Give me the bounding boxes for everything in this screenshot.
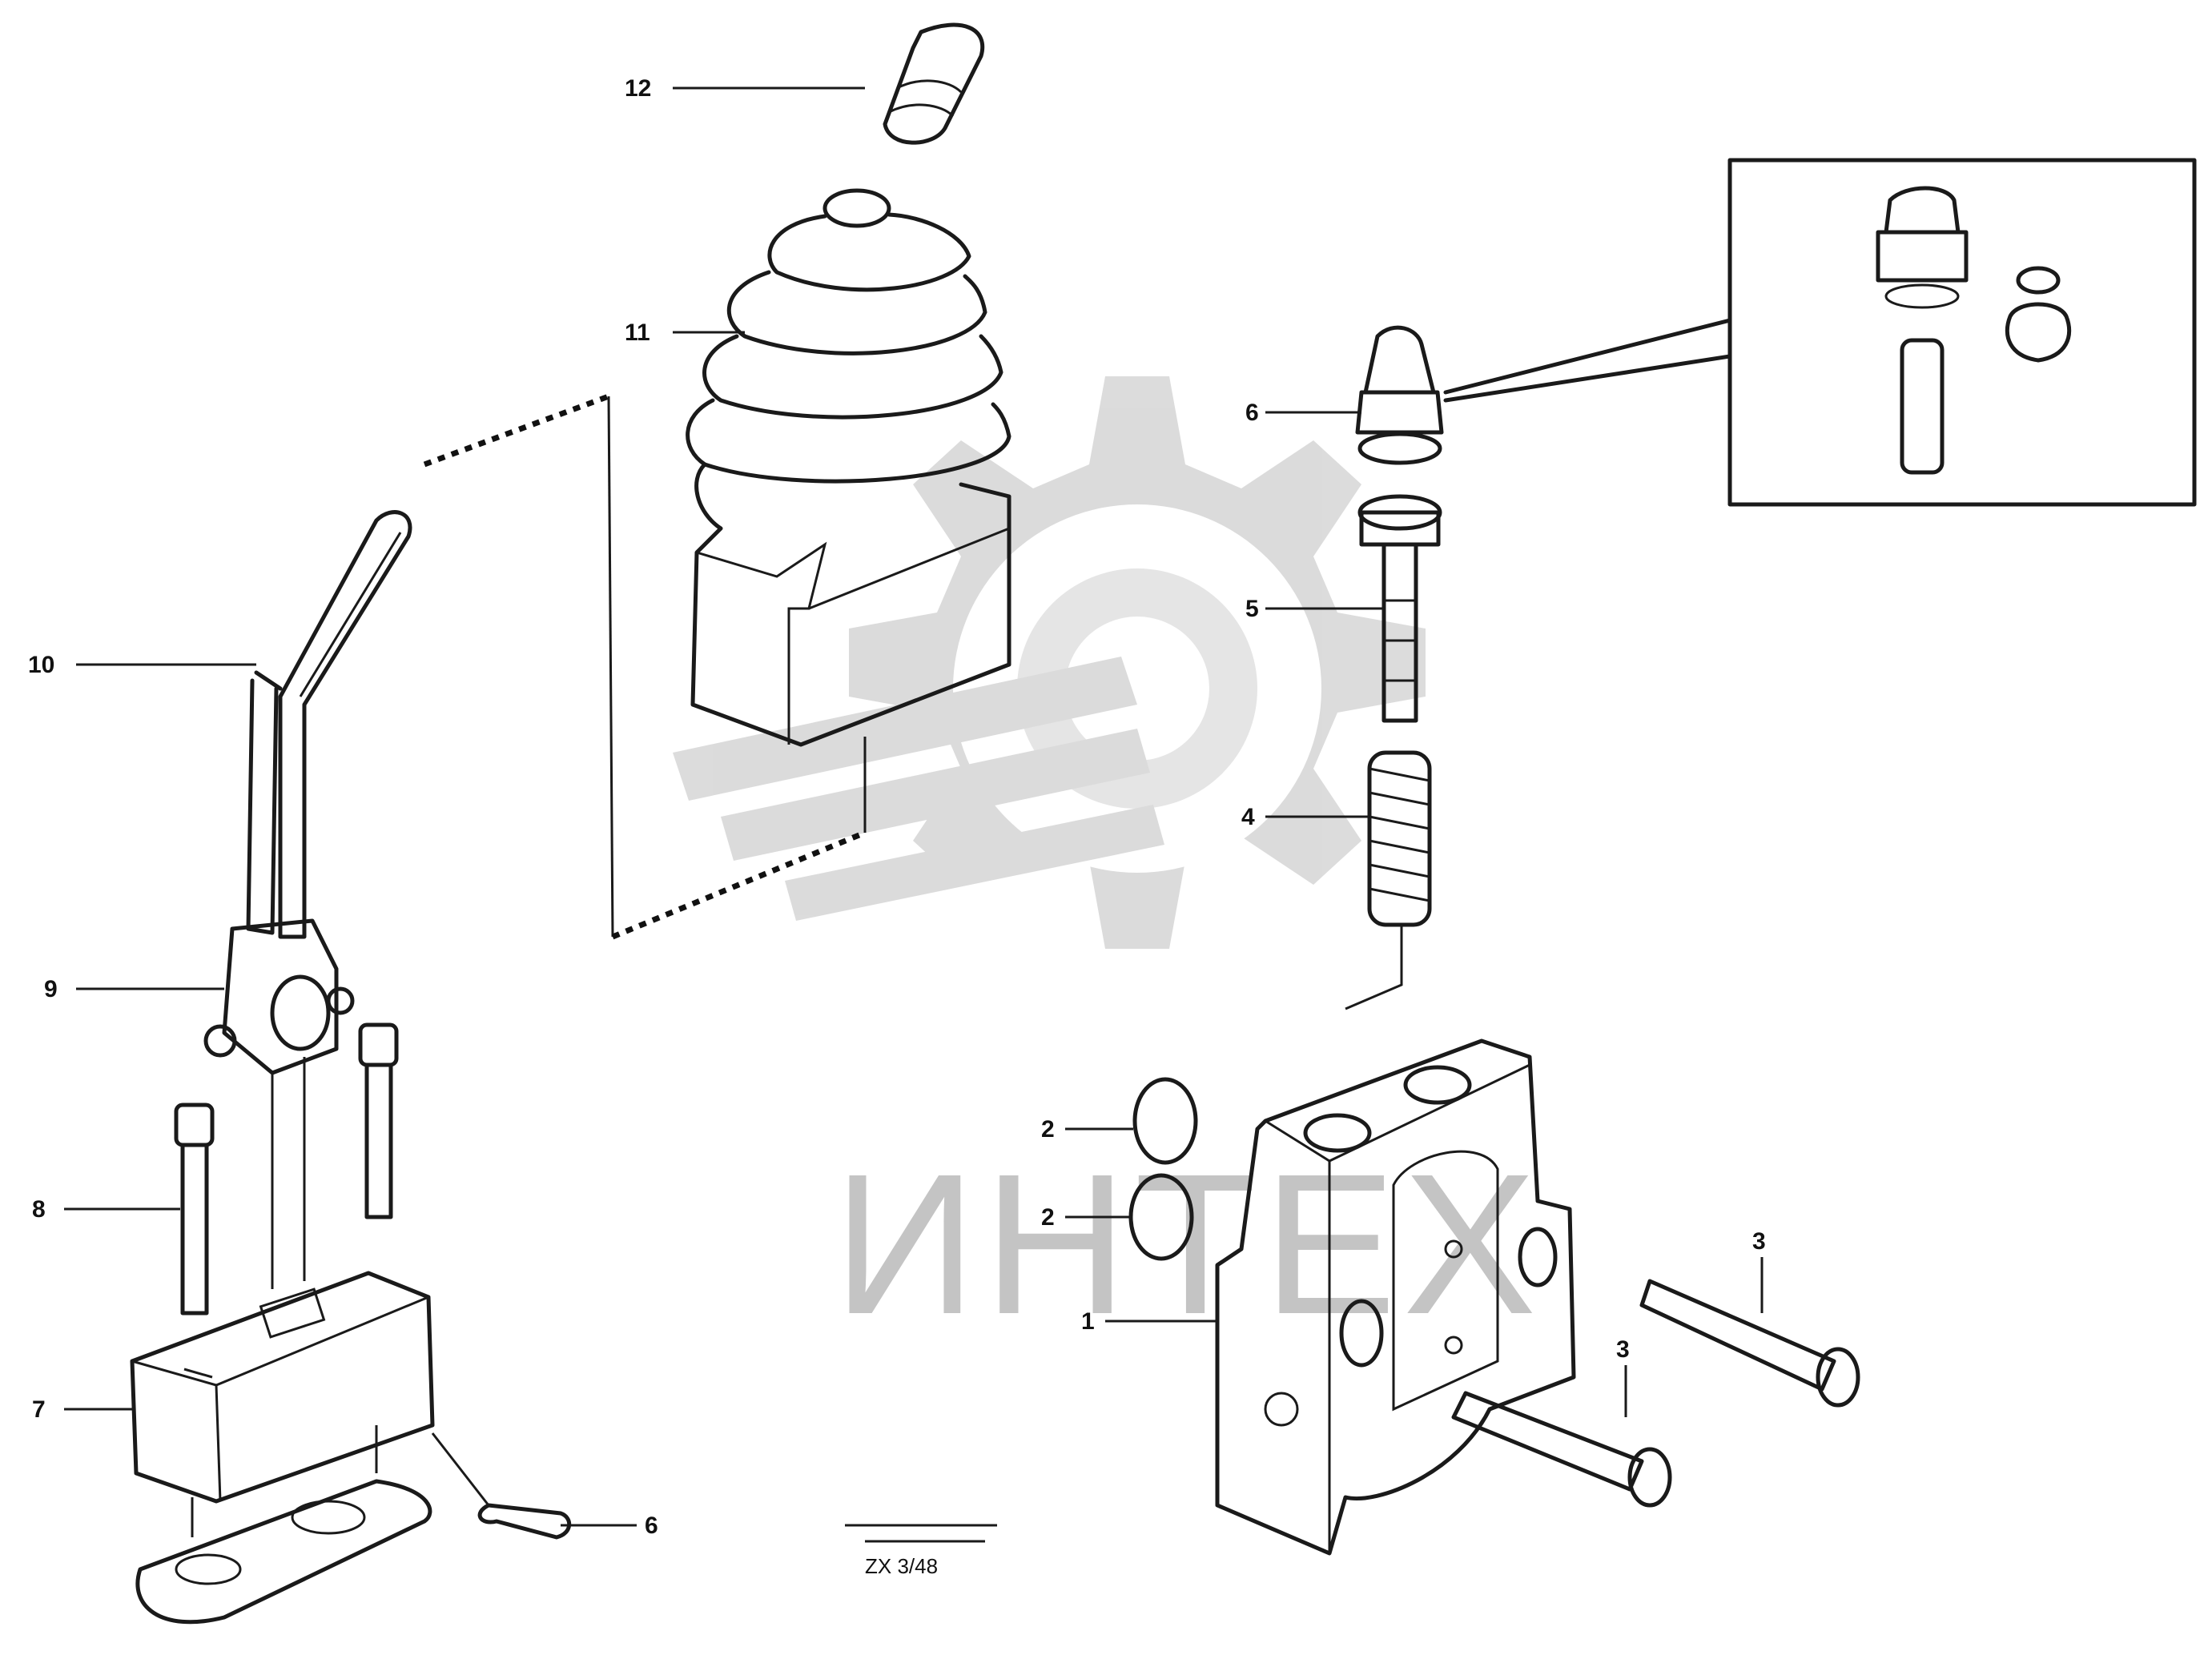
rubber-boot-part bbox=[686, 188, 1011, 747]
callout-12: 12 bbox=[625, 75, 651, 102]
spring-part bbox=[1345, 750, 1432, 1010]
cap-screw-upper-part bbox=[1639, 1279, 1860, 1408]
leader-lines bbox=[64, 86, 1764, 1527]
figure-code: ZX 3/48 bbox=[865, 1554, 938, 1578]
inset-washer-part bbox=[2005, 266, 2072, 363]
bolt-right-part bbox=[358, 1022, 399, 1219]
pin-left-part bbox=[431, 1432, 572, 1540]
knob-part bbox=[883, 22, 985, 145]
dashed-connector bbox=[423, 393, 867, 940]
base-housing-part bbox=[130, 1271, 435, 1537]
inset-cap-part bbox=[1876, 186, 1969, 475]
pivot-block-part bbox=[203, 918, 355, 1289]
o-ring-upper-part bbox=[1132, 1077, 1198, 1165]
callout-2-upper: 2 bbox=[1041, 1116, 1055, 1143]
cap-screw-lower-part bbox=[1451, 1391, 1672, 1508]
figure-reference: ZX 3/48 bbox=[845, 1524, 997, 1578]
plunger-rod-part bbox=[1381, 542, 1418, 723]
callout-3-lower: 3 bbox=[1616, 1336, 1630, 1363]
bolt-left-part bbox=[174, 1103, 215, 1316]
callout-1: 1 bbox=[1081, 1308, 1095, 1335]
watermark-logo bbox=[673, 376, 1426, 949]
callout-2-lower: 2 bbox=[1041, 1204, 1055, 1231]
callout-11: 11 bbox=[625, 319, 650, 346]
bottom-plate-part bbox=[135, 1479, 432, 1625]
detail-inset bbox=[1443, 158, 2197, 507]
callout-3-upper: 3 bbox=[1752, 1228, 1766, 1255]
callout-5: 5 bbox=[1245, 596, 1259, 622]
valve-body-part bbox=[1215, 1038, 1576, 1556]
spool-cap-part bbox=[1355, 325, 1444, 547]
callout-10: 10 bbox=[28, 652, 54, 678]
callout-labels: 12 11 10 9 8 7 6 6 5 4 2 2 1 3 3 bbox=[28, 75, 1766, 1539]
callout-9: 9 bbox=[44, 976, 58, 1002]
lever-part bbox=[246, 510, 412, 939]
callout-6-left: 6 bbox=[645, 1512, 658, 1539]
o-ring-lower-part bbox=[1128, 1173, 1194, 1261]
callout-4: 4 bbox=[1241, 804, 1255, 830]
callout-6-right: 6 bbox=[1245, 400, 1259, 426]
callout-8: 8 bbox=[32, 1196, 46, 1223]
callout-7: 7 bbox=[32, 1396, 46, 1423]
